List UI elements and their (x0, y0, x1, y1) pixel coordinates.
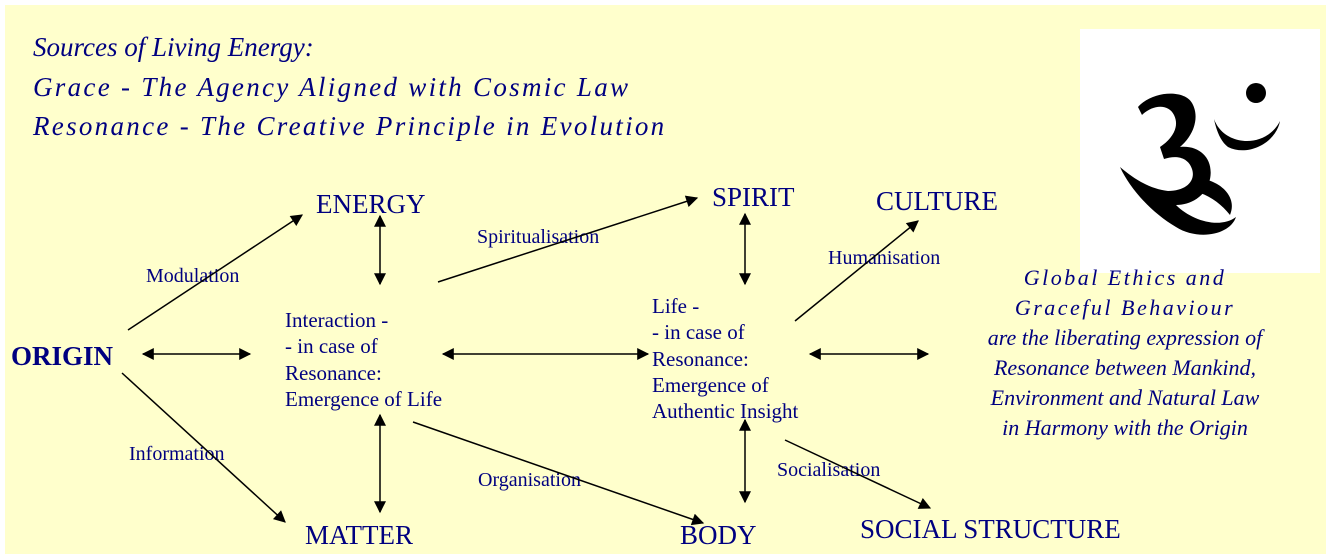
edge-label-information: Information (129, 443, 225, 465)
node-energy: ENERGY (316, 189, 426, 219)
node-origin: ORIGIN (11, 341, 114, 371)
interaction-line-1: Interaction - (285, 308, 389, 332)
node-matter: MATTER (305, 520, 413, 550)
node-culture: CULTURE (876, 186, 999, 216)
node-social-structure: SOCIAL STRUCTURE (860, 514, 1121, 544)
om-symbol-icon (1120, 83, 1280, 235)
ethics-line-3: are the liberating expression of (987, 324, 1263, 350)
edge-label-socialisation: Socialisation (777, 459, 881, 481)
heading-line-2: Grace - The Agency Aligned with Cosmic L… (33, 72, 631, 102)
ethics-line-5: Environment and Natural Law (990, 384, 1260, 410)
arrow-life-culture (794, 220, 919, 322)
life-line-1: Life - (652, 294, 700, 318)
interaction-line-4: Emergence of Life (285, 386, 443, 411)
interaction-line-2: - in case of (285, 334, 378, 359)
heading-line-3: Resonance - The Creative Principle in Ev… (33, 111, 667, 141)
edge-label-organisation: Organisation (478, 469, 581, 491)
life-line-3: Resonance: (652, 346, 749, 371)
ethics-line-1: Global Ethics and (1023, 265, 1227, 290)
interaction-block: Interaction - - in case of Resonance: Em… (285, 307, 442, 412)
node-body: BODY (680, 520, 757, 550)
edge-label-spiritualisation: Spiritualisation (477, 226, 600, 248)
ethics-line-6: in Harmony with the Origin (1002, 414, 1248, 440)
arrow-origin-energy (127, 214, 304, 331)
node-spirit: SPIRIT (712, 182, 795, 212)
life-line-5: Authentic Insight (652, 399, 799, 423)
heading-line-1: Sources of Living Energy: (33, 32, 314, 62)
interaction-line-3: Resonance: (285, 360, 382, 385)
edge-label-humanisation: Humanisation (828, 247, 941, 269)
ethics-statement: Global Ethics and Graceful Behaviour are… (915, 263, 1331, 442)
ethics-line-2: Graceful Behaviour (1014, 294, 1236, 320)
life-line-4: Emergence of (652, 372, 769, 397)
life-line-2: - in case of (652, 320, 745, 345)
arrow-interaction-spirit (437, 195, 699, 283)
life-block: Life - - in case of Resonance: Emergence… (652, 293, 798, 424)
ethics-line-4: Resonance between Mankind, (993, 354, 1257, 380)
arrow-life-social-structure (784, 439, 932, 509)
arrow-origin-matter (121, 372, 286, 523)
om-symbol-box (1080, 29, 1320, 273)
arrow-interaction-body (412, 421, 705, 526)
